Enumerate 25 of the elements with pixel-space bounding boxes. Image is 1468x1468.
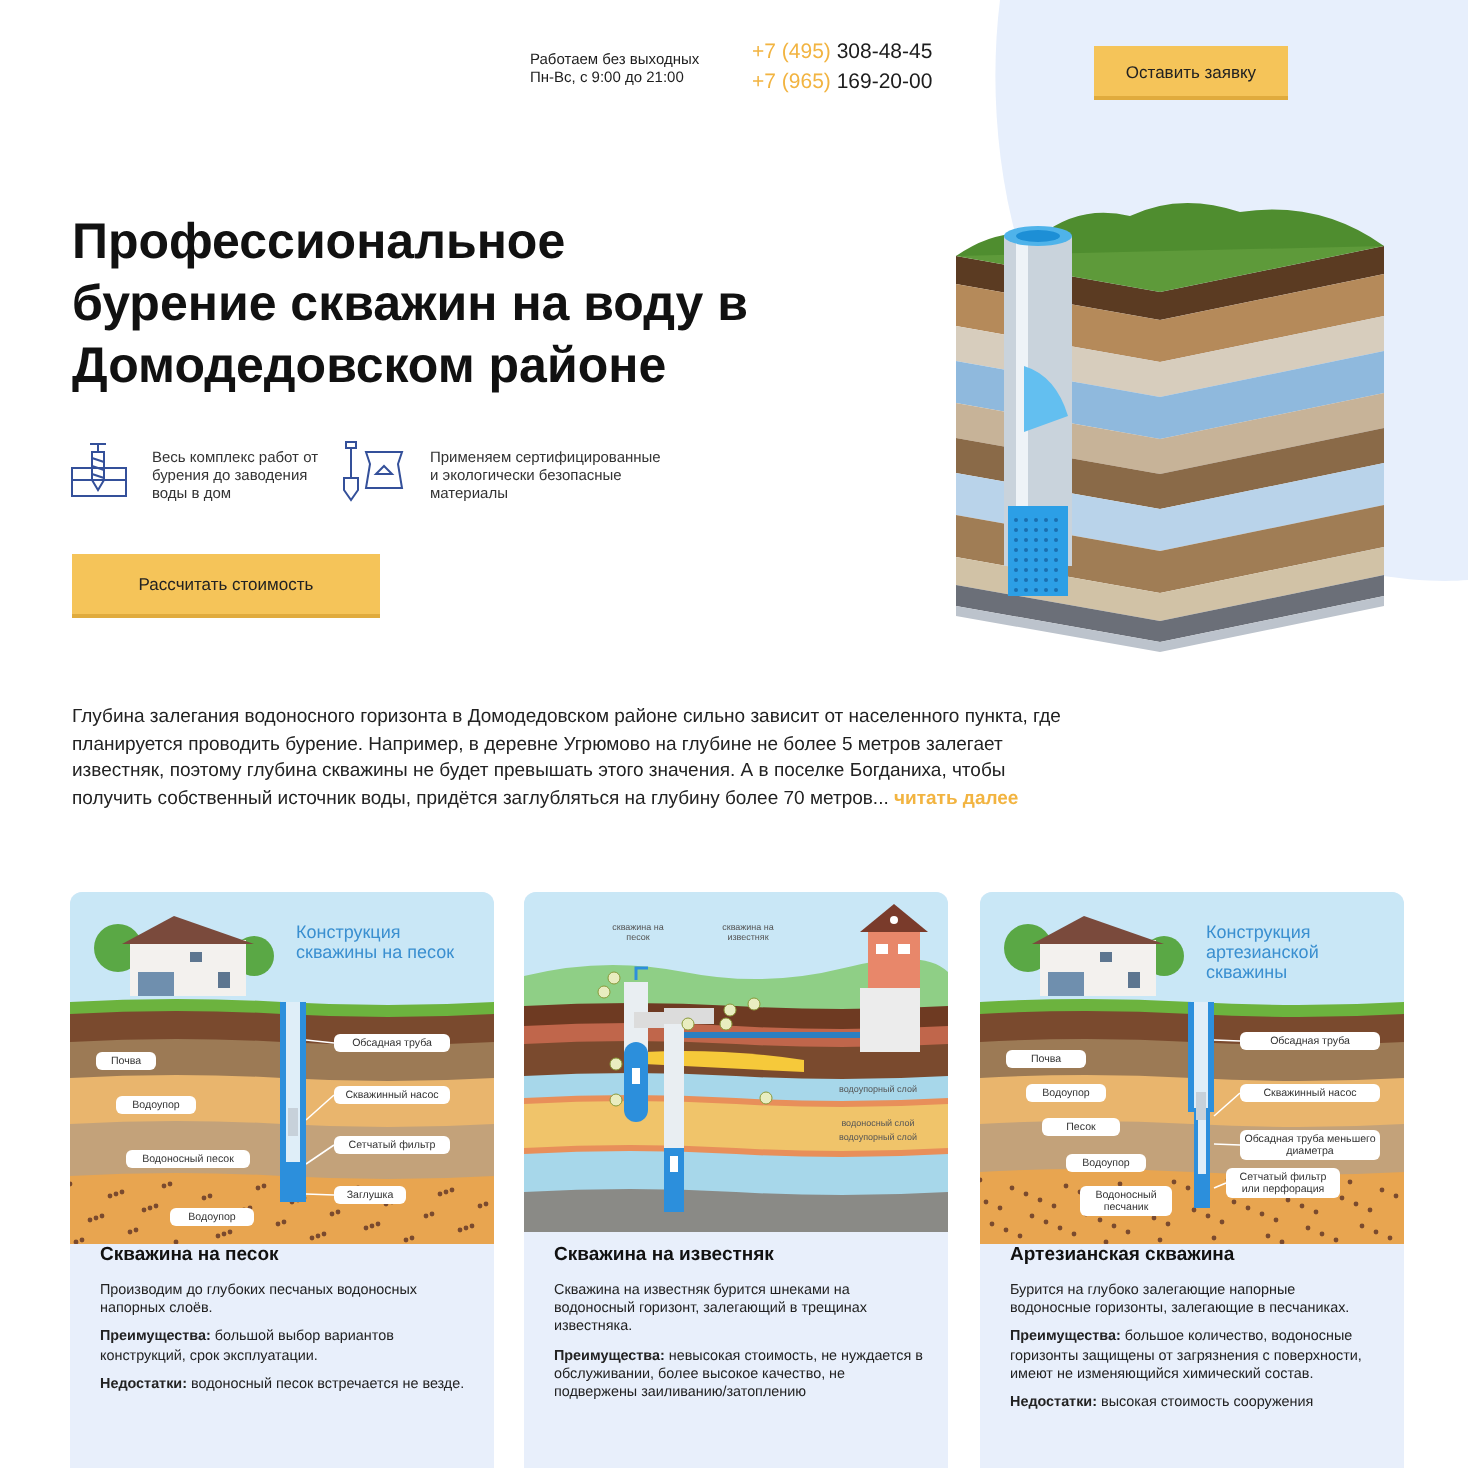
phone-number: +7 (495) 308-48-45 (752, 40, 933, 64)
leader-line (1213, 1143, 1241, 1146)
limestone-well-card (524, 892, 948, 1468)
leader-line (1213, 1039, 1241, 1042)
read-more-link: читать далее (894, 787, 1019, 809)
leader-line (305, 1039, 335, 1044)
illustration-title: Конструкция скважины на песок (296, 922, 456, 962)
request-button: Оставить заявку (1094, 46, 1288, 96)
well-pipe (1188, 1002, 1214, 1208)
phone-number: +7 (965) 169-20-00 (752, 70, 933, 94)
sand-well-card (70, 892, 494, 1468)
card-title: Артезианская скважина (1010, 1244, 1237, 1266)
card-title: Скважина на песок (100, 1244, 281, 1266)
card-title: Скважина на известняк (554, 1244, 776, 1266)
leader-line (305, 1144, 335, 1165)
page-heading: Профессиональное бурение скважин на воду в Домодедовском районе (72, 212, 751, 398)
leader-line (305, 1094, 335, 1121)
well-pipe (280, 1002, 306, 1202)
leader-line (305, 1193, 335, 1196)
intro-paragraph: Глубина залегания водоносного горизонта в Домодедовском районе сильно зависит от населенного пункта, где планируется проводить бурение. Например, в деревне Угрюмово на глубине не более 5 метров залегает известняк, поэтому глубина скважины не будет превышать этого значения. А в поселке Богданиха, чтобы получить собственный источник воды, придётся заглубляться на глубину более 70 метров... читать далее (72, 704, 1062, 812)
leader-line (1213, 1092, 1241, 1117)
leader-line (1213, 1182, 1227, 1189)
artesian-well-card (980, 892, 1404, 1468)
illustration-title: Конструкция артезианской скважины (1206, 922, 1321, 982)
calculate-button: Рассчитать стоимость (72, 554, 380, 614)
